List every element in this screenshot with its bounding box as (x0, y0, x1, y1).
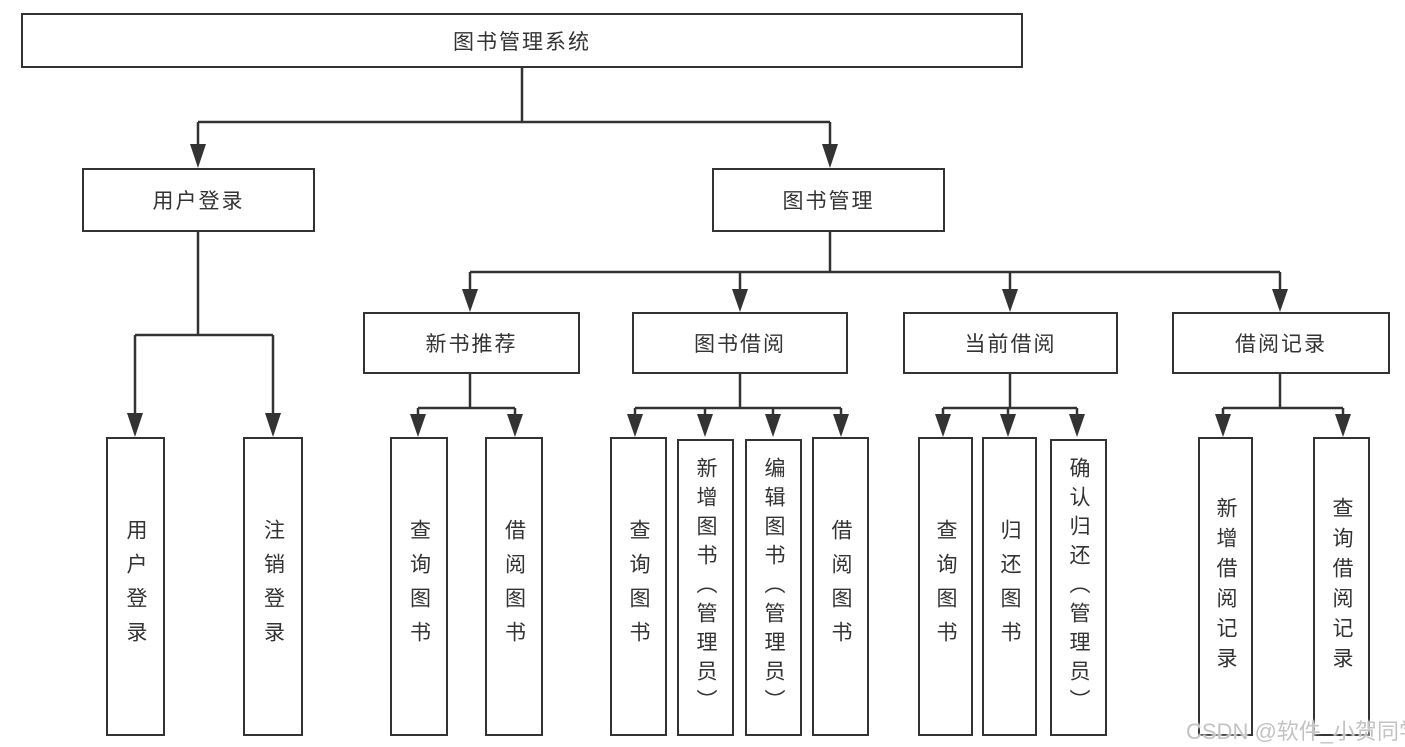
leaf-borrow-books-1-label: 借阅图书 (502, 518, 526, 655)
leaf-return-book-label: 归还图书 (998, 518, 1021, 655)
leaf-query-books-2: 查询图书 (610, 437, 667, 736)
leaf-add-book-admin-label: 新增图书（管理员） (694, 457, 717, 718)
node-book-borrow: 图书借阅 (632, 312, 848, 374)
leaf-query-books-1-label: 查询图书 (407, 518, 431, 655)
leaf-query-books-1: 查询图书 (390, 437, 448, 736)
node-user-login-label: 用户登录 (152, 190, 245, 213)
leaf-edit-book-admin-label: 编辑图书（管理员） (762, 457, 785, 718)
leaf-query-books-2-label: 查询图书 (627, 518, 650, 655)
node-current-borrow-label: 当前借阅 (964, 333, 1057, 356)
leaf-user-login-label: 用户登录 (124, 518, 147, 655)
leaf-confirm-return-admin: 确认归还（管理员） (1050, 439, 1107, 736)
leaf-add-borrow-record-label: 新增借阅记录 (1214, 496, 1237, 677)
leaf-user-login: 用户登录 (106, 437, 165, 736)
leaf-edit-book-admin: 编辑图书（管理员） (745, 439, 802, 736)
leaf-borrow-books-2-label: 借阅图书 (829, 518, 852, 655)
node-book-borrow-label: 图书借阅 (694, 333, 786, 356)
leaf-borrow-books-2: 借阅图书 (812, 437, 869, 736)
node-borrow-records: 借阅记录 (1172, 312, 1390, 374)
node-current-borrow: 当前借阅 (903, 312, 1118, 374)
node-borrow-records-label: 借阅记录 (1235, 333, 1327, 356)
node-book-management: 图书管理 (712, 168, 945, 232)
leaf-query-books-3-label: 查询图书 (934, 518, 957, 655)
leaf-borrow-books-1: 借阅图书 (485, 437, 543, 736)
leaf-logout: 注销登录 (243, 437, 303, 736)
watermark-text: CSDN @软件_小贺同学 (1186, 719, 1405, 744)
leaf-return-book: 归还图书 (982, 437, 1037, 736)
node-new-book-recommend: 新书推荐 (363, 312, 580, 374)
leaf-confirm-return-admin-label: 确认归还（管理员） (1067, 457, 1090, 718)
leaf-logout-label: 注销登录 (261, 518, 285, 655)
leaf-query-borrow-record: 查询借阅记录 (1313, 437, 1370, 736)
node-new-book-recommend-label: 新书推荐 (425, 333, 518, 356)
node-root: 图书管理系统 (21, 13, 1023, 68)
leaf-add-book-admin: 新增图书（管理员） (677, 439, 734, 736)
node-book-management-label: 图书管理 (782, 190, 875, 213)
leaf-query-books-3: 查询图书 (918, 437, 973, 736)
node-user-login: 用户登录 (82, 168, 315, 232)
node-root-label: 图书管理系统 (453, 30, 591, 54)
leaf-add-borrow-record: 新增借阅记录 (1198, 437, 1253, 736)
leaf-query-borrow-record-label: 查询借阅记录 (1330, 496, 1353, 677)
